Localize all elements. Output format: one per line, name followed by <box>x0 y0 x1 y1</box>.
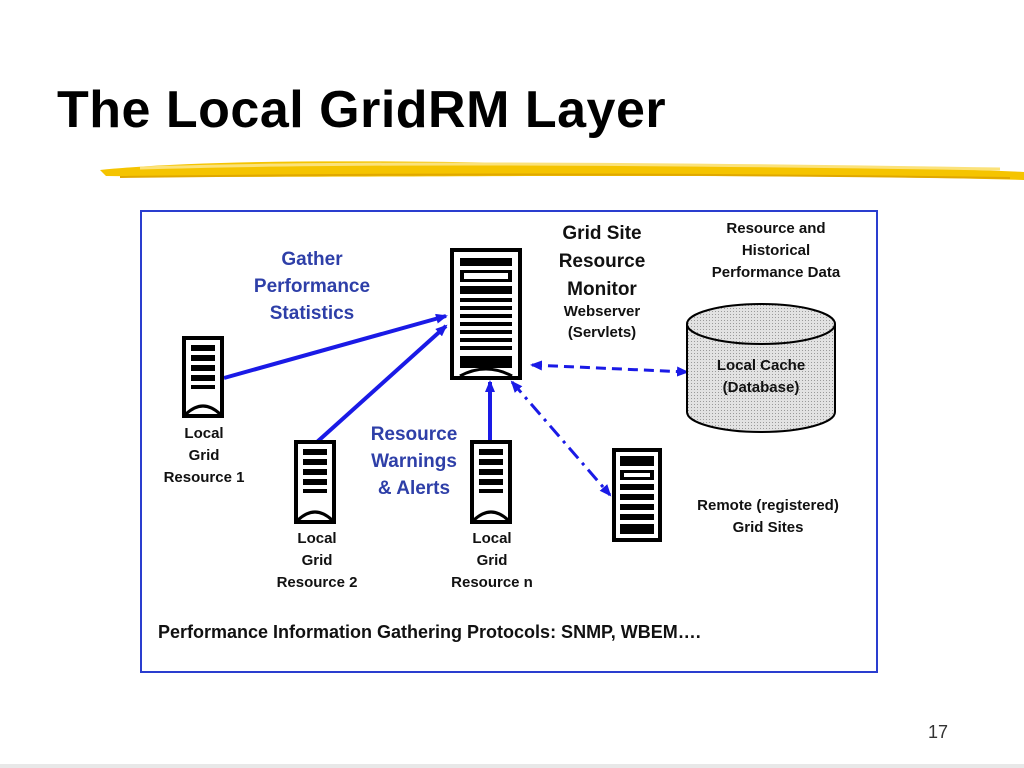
footer-rule <box>0 764 1024 768</box>
remote-label: Remote (registered) Grid Sites <box>697 497 839 536</box>
historical-line: Historical <box>742 242 810 259</box>
cache-line: (Database) <box>723 379 800 396</box>
remote-line: Remote (registered) <box>697 497 839 514</box>
cache-label: Local Cache (Database) <box>717 357 805 396</box>
resource1-server-icon <box>182 336 224 418</box>
resource2-line: Local <box>297 530 336 547</box>
historical-line: Performance Data <box>712 264 841 281</box>
monitor-subtitle: Webserver (Servlets) <box>564 303 641 341</box>
resource2-server-icon <box>294 440 336 524</box>
resourcen-line: Grid <box>477 552 508 569</box>
resource1-line: Local <box>184 425 223 442</box>
diagram-frame: Gather Performance Statistics Grid Site … <box>140 210 878 673</box>
monitor-title-line: Monitor <box>567 279 637 300</box>
arrow-resource2-to-monitor <box>315 324 448 444</box>
slide-title: The Local GridRM Layer <box>57 81 667 139</box>
historical-label: Resource and Historical Performance Data <box>712 220 841 281</box>
arrow-monitor-remote-bidirectional <box>510 380 612 497</box>
remote-line: Grid Sites <box>733 519 804 536</box>
resource1-line: Grid <box>189 447 220 464</box>
monitor-subtitle-line: Webserver <box>564 303 641 320</box>
resourcen-label: Local Grid Resource n <box>451 530 533 591</box>
resourcen-line: Resource n <box>451 574 533 591</box>
resource2-line: Grid <box>302 552 333 569</box>
gather-label: Gather Performance Statistics <box>254 249 370 324</box>
resourcen-line: Local <box>472 530 511 547</box>
resource1-line: Resource 1 <box>164 469 245 486</box>
cache-line: Local Cache <box>717 357 805 374</box>
warnings-line: & Alerts <box>378 478 450 499</box>
gather-line: Gather <box>281 249 343 270</box>
arrow-monitor-cache-bidirectional <box>530 360 689 377</box>
arrows <box>223 313 689 497</box>
title-underline-highlight <box>100 161 1024 180</box>
warnings-line: Warnings <box>371 451 457 472</box>
resource2-line: Resource 2 <box>277 574 358 591</box>
remote-server-icon <box>612 448 662 542</box>
warnings-line: Resource <box>371 424 458 445</box>
resource2-label: Local Grid Resource 2 <box>277 530 358 591</box>
monitor-title-line: Grid Site <box>562 223 641 244</box>
monitor-title-line: Resource <box>559 251 646 272</box>
gridrm-diagram: Gather Performance Statistics Grid Site … <box>158 220 841 642</box>
resourcen-server-icon <box>470 440 512 524</box>
arrow-resource1-to-monitor <box>223 313 448 380</box>
historical-line: Resource and <box>726 220 825 237</box>
monitor-subtitle-line: (Servlets) <box>568 324 636 341</box>
monitor-title: Grid Site Resource Monitor <box>559 223 646 300</box>
gather-line: Performance <box>254 276 370 297</box>
protocols-caption: Performance Information Gathering Protoc… <box>158 622 701 642</box>
resource1-label: Local Grid Resource 1 <box>164 425 245 486</box>
monitor-server-icon <box>450 248 522 380</box>
warnings-label: Resource Warnings & Alerts <box>371 424 458 499</box>
gather-line: Statistics <box>270 303 354 324</box>
page-number: 17 <box>928 722 949 742</box>
local-cache-database-icon <box>686 303 836 433</box>
